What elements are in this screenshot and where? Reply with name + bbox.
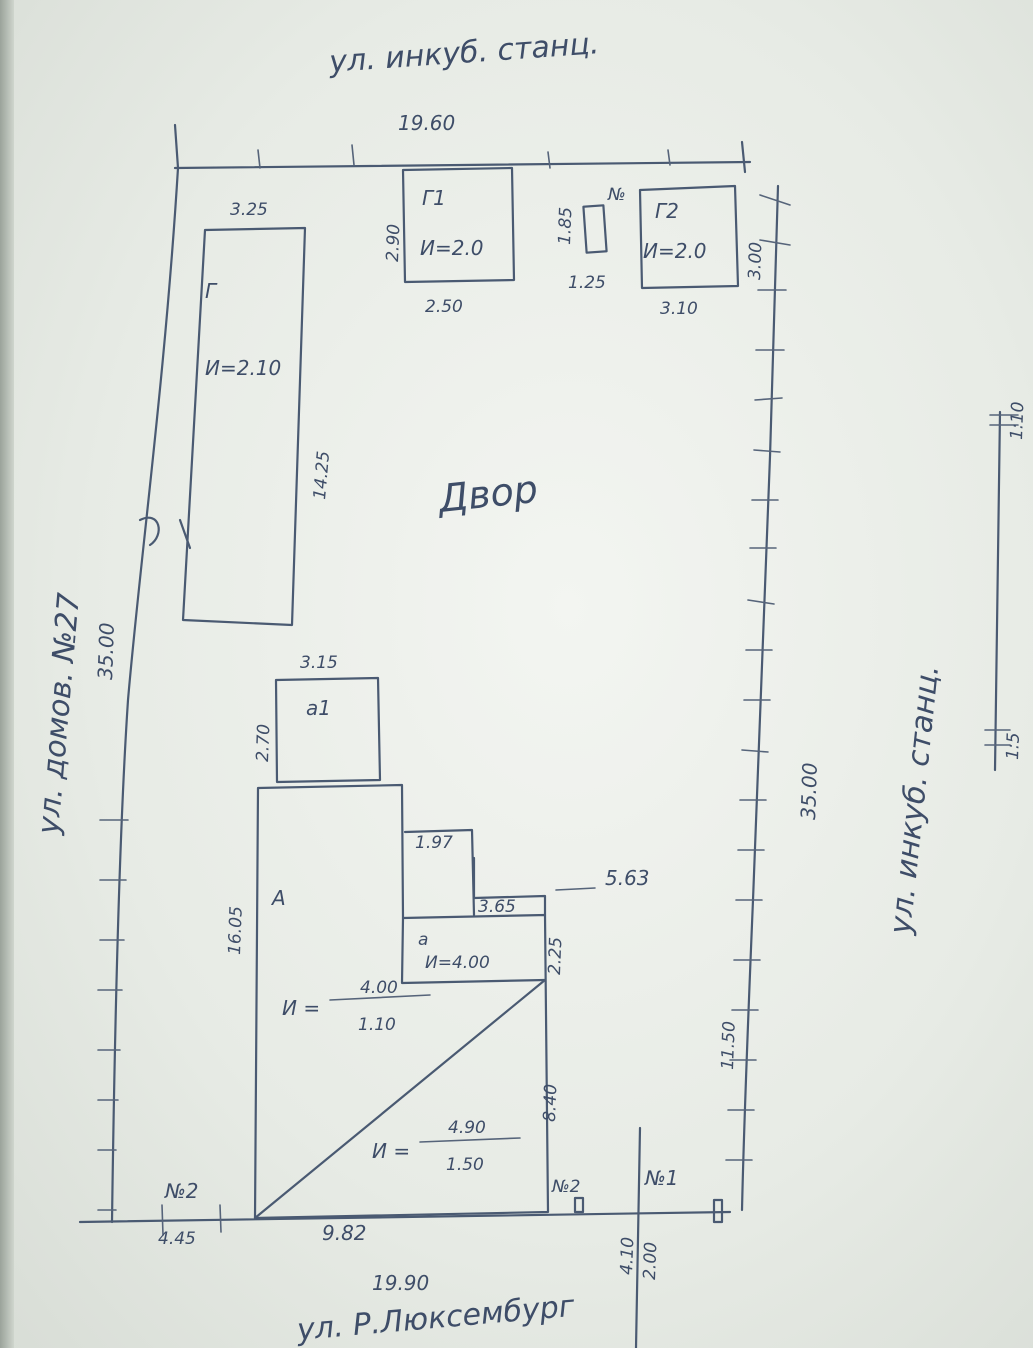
building-g-width: 3.25 bbox=[230, 200, 268, 220]
gate-n1: №1 bbox=[644, 1166, 679, 1190]
dim-bottom-house-offset: 9.82 bbox=[322, 1221, 367, 1245]
house-a-h2-num: 4.90 bbox=[448, 1118, 486, 1138]
house-a-h1-prefix: И = bbox=[282, 996, 320, 1020]
building-g-label: Г bbox=[205, 279, 218, 303]
boundary-top bbox=[173, 160, 752, 170]
building-a1-outline bbox=[274, 676, 382, 784]
house-a-h2-prefix: И = bbox=[372, 1139, 410, 1163]
building-g-length: 14.25 bbox=[310, 450, 334, 500]
fraction-1-line bbox=[329, 994, 431, 1001]
gate-n2: №2 bbox=[551, 1177, 581, 1197]
annex-a-outline bbox=[403, 828, 547, 917]
street-left-label: ул. домов. №27 bbox=[31, 591, 87, 836]
fraction-2-line bbox=[419, 1137, 521, 1143]
scale-top-label: 1:10 bbox=[1007, 401, 1028, 440]
street-right-label: ул. инкуб. станц. bbox=[883, 663, 946, 937]
building-g2-height: И=2.0 bbox=[643, 239, 707, 263]
scale-bottom-label: 1:5 bbox=[1003, 732, 1024, 760]
boundary-top-right-tick bbox=[740, 140, 747, 174]
house-a-h2-den: 1.50 bbox=[446, 1155, 484, 1175]
house-a-h1-num: 4.00 bbox=[360, 978, 398, 998]
annex-a-w1: 1.97 bbox=[415, 833, 453, 853]
building-a1-label: а1 bbox=[306, 696, 331, 720]
toilet-depth: 1.85 bbox=[555, 207, 576, 246]
gate-n2-left: №2 bbox=[164, 1179, 199, 1203]
photo-frame-edge bbox=[0, 0, 14, 1348]
gate-pillar-left bbox=[573, 1196, 585, 1214]
gate-left-mark bbox=[138, 516, 192, 550]
building-g2-width: 3.10 bbox=[660, 299, 698, 319]
building-g-height: И=2.10 bbox=[205, 356, 281, 380]
toilet-label: № bbox=[607, 185, 626, 205]
house-a-length: 16.05 bbox=[225, 906, 247, 955]
building-g1-height: И=2.0 bbox=[420, 236, 484, 260]
dim-right-gap: 5.63 bbox=[605, 866, 650, 890]
scale-ticks bbox=[984, 414, 1019, 746]
street-bottom-label: ул. Р.Люксембург bbox=[295, 1289, 576, 1348]
boundary-top-left-tick bbox=[173, 123, 180, 170]
dim-bottom-left-offset: 4.45 bbox=[158, 1229, 196, 1249]
toilet-outline bbox=[582, 204, 608, 254]
toilet-width: 1.25 bbox=[568, 273, 606, 293]
street-top-label: ул. инкуб. станц. bbox=[327, 26, 600, 80]
dim-gate-offset-1: 4.10 bbox=[617, 1237, 638, 1276]
gate-pillar-right bbox=[712, 1198, 724, 1224]
building-g1-label: Г1 bbox=[422, 186, 446, 210]
house-a-step bbox=[400, 916, 547, 985]
house-a-label: А bbox=[270, 886, 286, 910]
dim-line-right-gap bbox=[555, 887, 596, 891]
boundary-bottom bbox=[78, 1210, 732, 1224]
dim-gate-offset-2: 2.00 bbox=[640, 1242, 661, 1281]
annex-a-depth: 2.25 bbox=[545, 937, 566, 976]
building-g1-depth: 2.90 bbox=[383, 224, 404, 263]
building-g-outline bbox=[181, 226, 307, 627]
house-a-side: 8.40 bbox=[540, 1084, 561, 1123]
building-g2-depth: 3.00 bbox=[745, 242, 766, 281]
dim-top-width: 19.60 bbox=[398, 111, 455, 135]
building-g2-label: Г2 bbox=[655, 199, 679, 223]
annex-a-label: а bbox=[418, 930, 428, 950]
annex-a-w2: 3.65 bbox=[478, 897, 516, 917]
house-a-diagonal bbox=[253, 978, 547, 1220]
boundary-left bbox=[110, 166, 180, 1224]
building-g1-outline bbox=[401, 166, 516, 284]
boundary-ticks bbox=[97, 144, 791, 1236]
building-g1-width: 2.50 bbox=[425, 297, 463, 317]
building-a1-depth: 2.70 bbox=[253, 724, 274, 763]
dim-right-lower: 11.50 bbox=[718, 1021, 740, 1070]
annex-a-height: И=4.00 bbox=[425, 953, 490, 973]
house-a-h1-den: 1.10 bbox=[358, 1015, 396, 1035]
gate-post-line bbox=[634, 1126, 642, 1348]
yard-label: Двор bbox=[434, 467, 539, 521]
boundary-right bbox=[740, 184, 780, 1212]
dim-bottom-width: 19.90 bbox=[372, 1271, 429, 1295]
dim-right-length: 35.00 bbox=[796, 762, 822, 820]
building-a1-width: 3.15 bbox=[300, 653, 338, 673]
dim-left-length: 35.00 bbox=[93, 622, 119, 680]
building-g2-outline bbox=[638, 184, 740, 290]
scale-line bbox=[993, 410, 1002, 772]
